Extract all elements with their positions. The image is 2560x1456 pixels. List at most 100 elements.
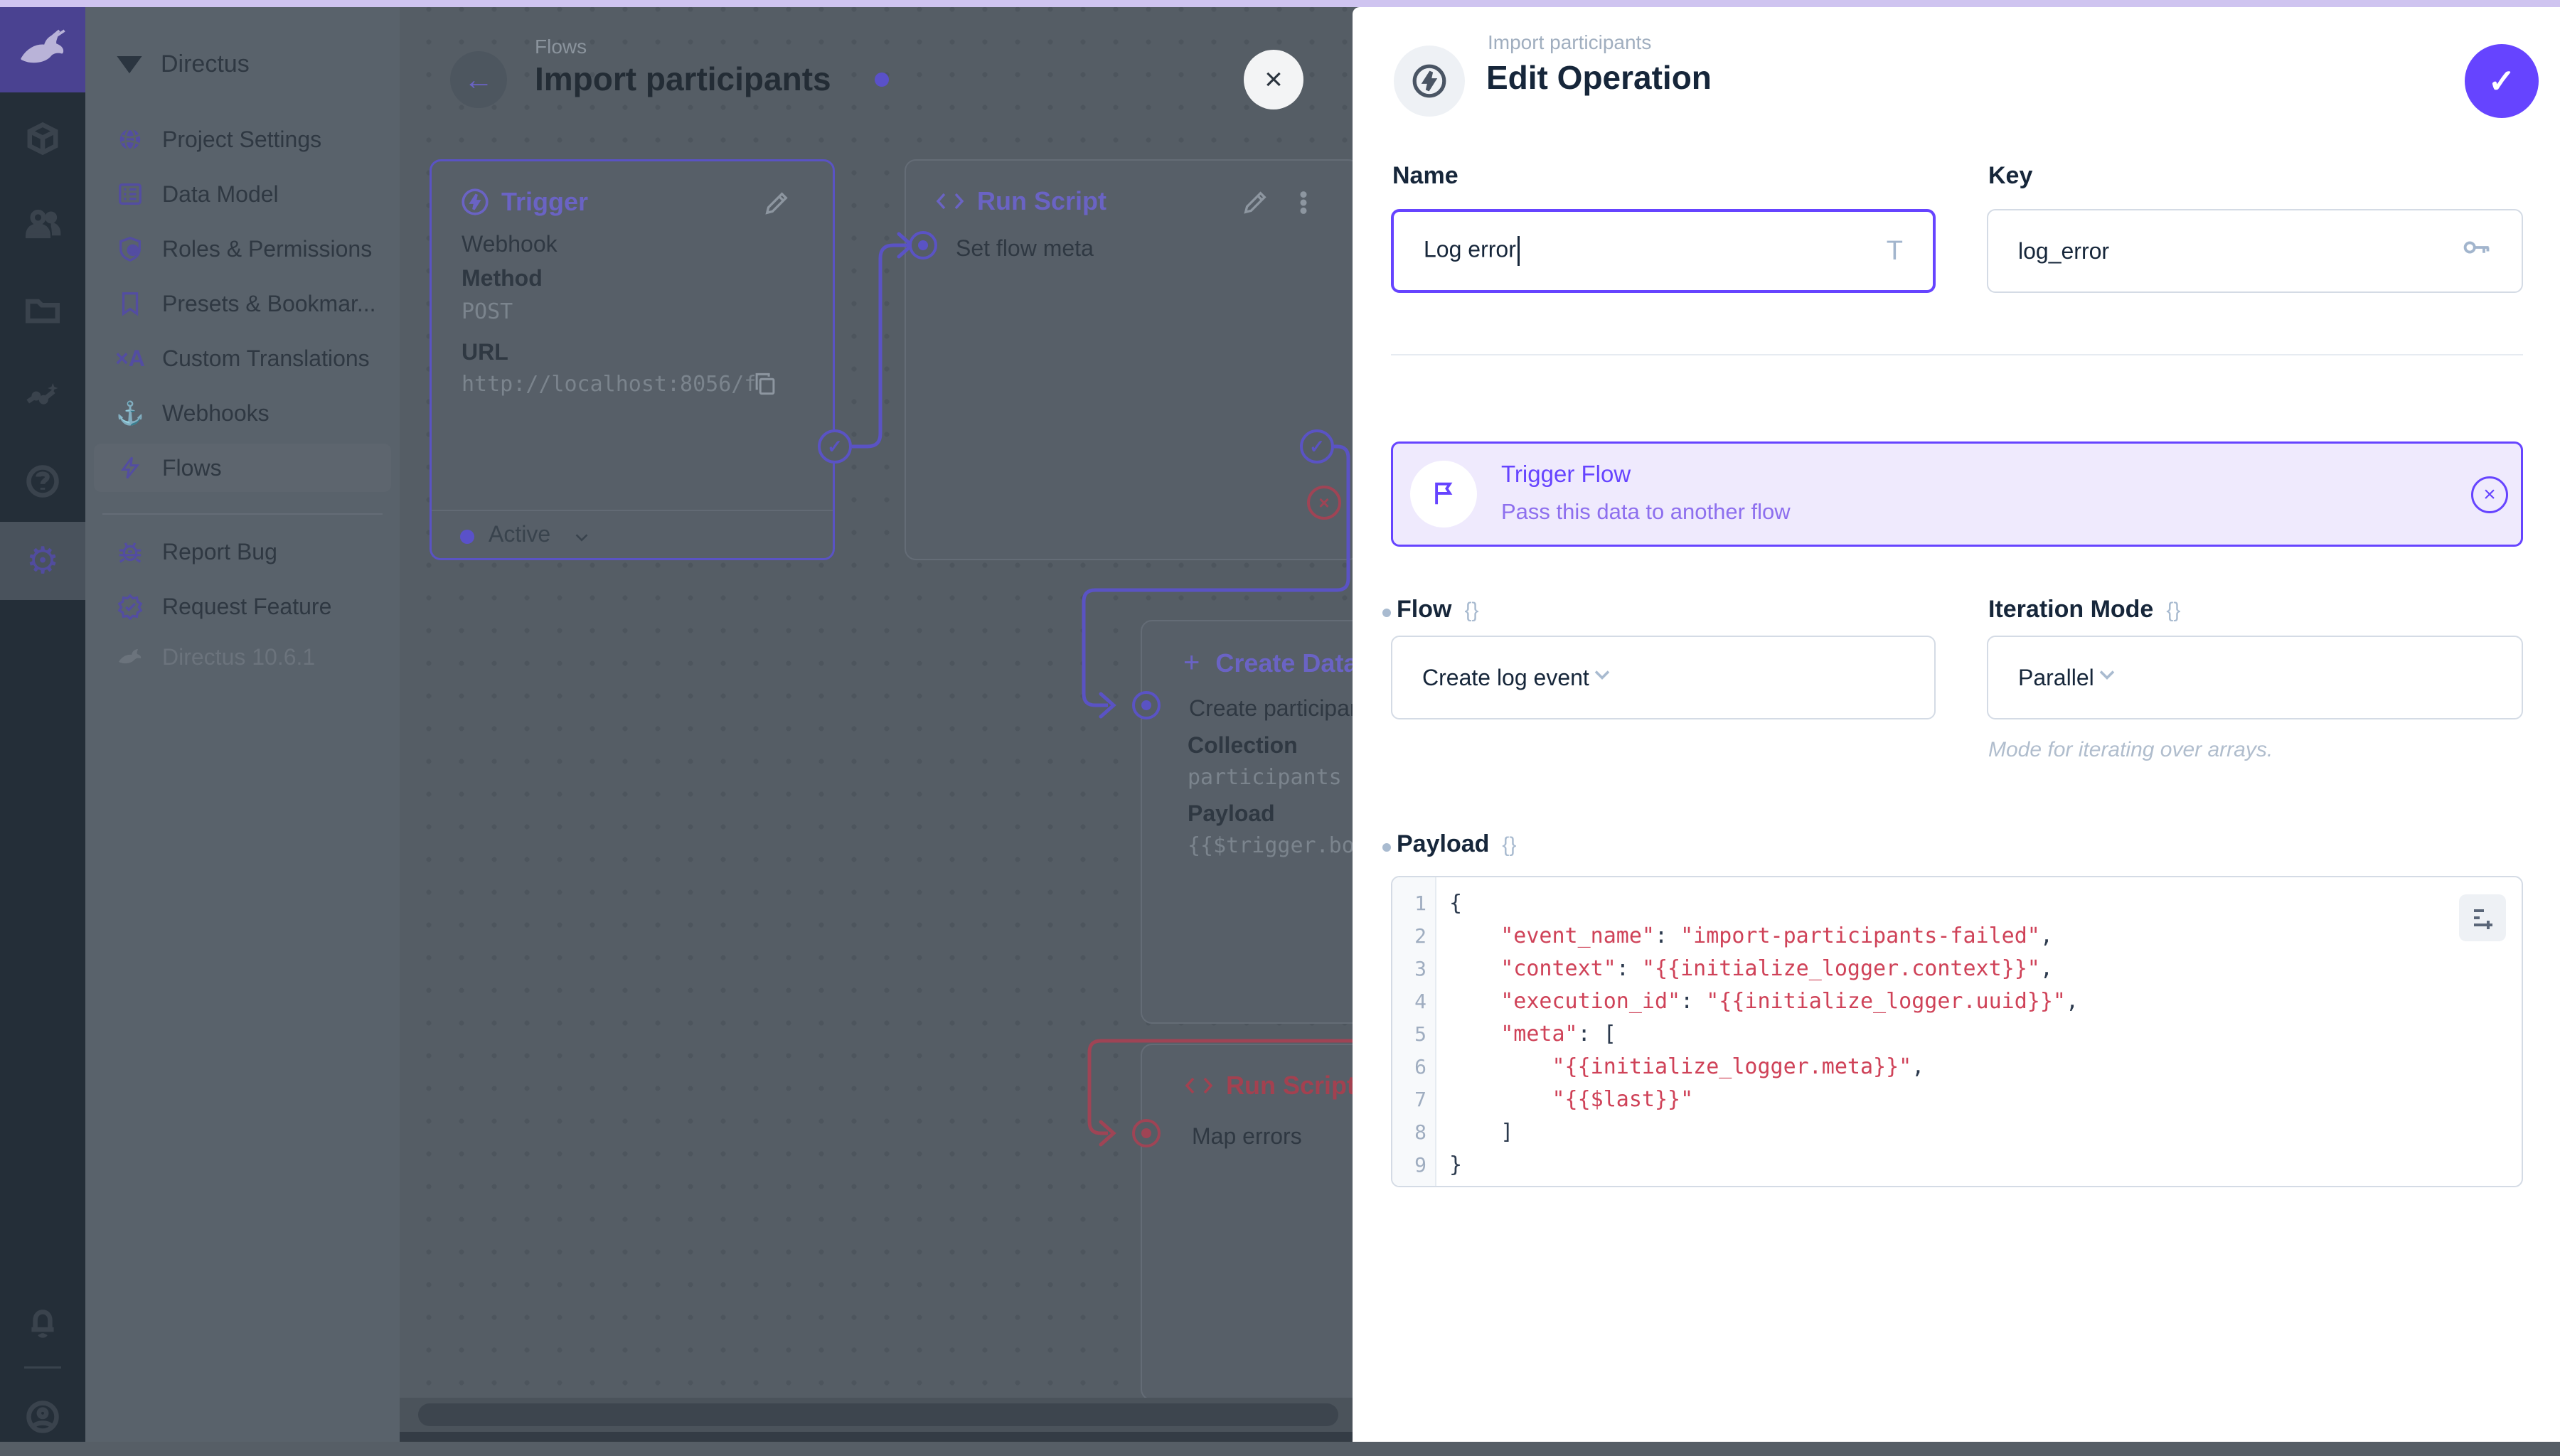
sidebar-item-label: Report Bug — [162, 538, 277, 564]
sidebar-item-data-model[interactable]: Data Model — [94, 170, 391, 218]
trigger-panel[interactable]: Trigger Webhook Method POST URL http://l… — [430, 159, 835, 560]
globe-icon — [115, 124, 145, 154]
key-icon — [2460, 232, 2492, 270]
module-content[interactable] — [0, 100, 85, 178]
code-line: { — [1449, 891, 1463, 916]
name-field-label: Name — [1392, 162, 1458, 189]
drawer-breadcrumb: Import participants — [1488, 31, 1652, 53]
sidebar-item-label: Data Model — [162, 181, 279, 207]
sidebar-item-label: Roles & Permissions — [162, 235, 373, 262]
run-script-input-handle[interactable] — [909, 231, 937, 259]
raw-value-icon[interactable]: {} — [1464, 599, 1479, 622]
sidebar-item-roles-permissions[interactable]: Roles & Permissions — [94, 225, 391, 273]
map-errors-input-handle[interactable] — [1132, 1119, 1161, 1147]
iteration-mode-select[interactable]: Parallel — [1987, 636, 2523, 719]
dismiss-trigger-flow-button[interactable]: × — [2471, 476, 2508, 513]
flow-field-label: Flow{} — [1397, 596, 1479, 623]
line-number: 7 — [1414, 1088, 1426, 1111]
save-button[interactable]: ✓ — [2465, 44, 2539, 118]
sidebar-item-request-feature[interactable]: Request Feature — [94, 582, 391, 631]
directus-logo-tile[interactable] — [0, 7, 85, 92]
payload-code-editor[interactable]: 1 2 3 4 5 6 7 8 9 { "event_name": "impor… — [1391, 876, 2523, 1187]
plus-icon: + — [1183, 647, 1200, 678]
key-input-value: log_error — [2018, 237, 2110, 264]
kebab-menu-icon[interactable] — [1290, 189, 1317, 220]
raw-value-icon[interactable]: {} — [1502, 833, 1517, 857]
x-circle-icon: × — [2483, 483, 2496, 506]
project-name: Directus — [161, 50, 250, 77]
sidebar-item-report-bug[interactable]: Report Bug — [94, 528, 391, 576]
back-button[interactable]: ← — [450, 51, 507, 108]
project-switcher[interactable]: Directus — [114, 43, 384, 85]
notifications-button[interactable] — [0, 1284, 85, 1362]
code-line: "{{initialize_logger.meta}}", — [1552, 1054, 1925, 1079]
run-script-panel[interactable]: Run Script Set flow meta — [905, 159, 1353, 560]
raw-value-icon[interactable]: {} — [2166, 599, 2181, 622]
sidebar-item-label: Presets & Bookmar... — [162, 290, 376, 316]
name-input-value: Log error — [1424, 236, 1516, 262]
breadcrumb[interactable]: Flows — [535, 36, 587, 58]
format-lines-icon — [2474, 909, 2492, 929]
line-number: 3 — [1414, 957, 1426, 980]
edit-trigger-icon[interactable] — [763, 190, 790, 220]
bolt-icon — [115, 453, 145, 483]
trigger-resolve-handle[interactable]: ✓ — [818, 429, 852, 464]
module-docs[interactable] — [0, 442, 85, 520]
user-menu-button[interactable] — [0, 1378, 85, 1456]
horizontal-scrollbar-thumb[interactable] — [418, 1403, 1338, 1426]
name-input[interactable]: Log error T — [1391, 209, 1936, 293]
line-number-gutter: 1 2 3 4 5 6 7 8 9 — [1392, 877, 1436, 1186]
title-formatter-icon[interactable]: T — [1886, 235, 1903, 266]
sidebar-item-webhooks[interactable]: ⚓ Webhooks — [94, 389, 391, 437]
sidebar-item-flows[interactable]: Flows — [94, 444, 391, 492]
sidebar-item-label: Custom Translations — [162, 345, 370, 371]
module-users[interactable] — [0, 185, 85, 263]
url-label: URL — [462, 339, 508, 365]
module-divider — [24, 1366, 61, 1369]
code-icon — [1185, 1077, 1213, 1094]
code-line: "execution_id": "{{initialize_logger.uui… — [1500, 989, 2079, 1014]
sidebar-item-project-settings[interactable]: Project Settings — [94, 115, 391, 164]
nav-divider — [102, 513, 383, 515]
code-line: "context": "{{initialize_logger.context}… — [1500, 956, 2053, 981]
run-script-error-panel[interactable]: Run Script Map errors — [1141, 1044, 1353, 1401]
copy-icon[interactable] — [753, 372, 777, 400]
edit-operation-drawer: Import participants Edit Operation ✓ Nam… — [1353, 7, 2560, 1442]
edit-operation-icon[interactable] — [1242, 189, 1269, 220]
create-data-input-handle[interactable] — [1132, 691, 1161, 719]
status-dot — [460, 530, 474, 544]
translate-icon: ×A — [115, 345, 145, 371]
user-circle-icon — [26, 1401, 59, 1433]
module-insights[interactable] — [0, 357, 85, 435]
module-files[interactable] — [0, 272, 85, 350]
close-flow-button[interactable]: × — [1244, 50, 1303, 109]
flow-select[interactable]: Create log event — [1391, 636, 1936, 719]
module-settings[interactable]: ⚙ — [0, 522, 85, 600]
create-data-panel[interactable]: + Create Data Create participant Collect… — [1141, 620, 1353, 1024]
status-badge[interactable]: Active — [489, 521, 551, 547]
create-data-panel-title: Create Data — [1215, 648, 1353, 678]
sidebar-item-label: Webhooks — [162, 400, 270, 426]
bell-icon — [31, 1310, 54, 1338]
directus-rabbit-small-icon — [115, 642, 145, 672]
line-number: 5 — [1414, 1022, 1426, 1046]
key-input[interactable]: log_error — [1987, 209, 2523, 293]
check-icon: ✓ — [1309, 435, 1325, 457]
run-script-reject-handle[interactable]: × — [1307, 486, 1341, 520]
x-icon: × — [1318, 491, 1330, 513]
key-field-label: Key — [1988, 162, 2033, 189]
flow-canvas[interactable]: ← Flows Import participants × Trigger We… — [400, 7, 1353, 1442]
drawer-header-icon-button[interactable] — [1394, 46, 1465, 117]
list-alt-icon — [115, 179, 145, 209]
badge-check-icon — [115, 592, 145, 621]
chevron-down-icon — [571, 527, 592, 552]
code-icon — [936, 193, 964, 210]
anchor-icon: ⚓ — [116, 400, 144, 426]
run-script-resolve-handle[interactable]: ✓ — [1300, 429, 1334, 464]
code-content[interactable]: { "event_name": "import-participants-fai… — [1449, 887, 2514, 1182]
format-code-button[interactable] — [2459, 894, 2506, 941]
sidebar-item-presets-bookmarks[interactable]: Presets & Bookmar... — [94, 279, 391, 328]
top-accent-strip — [0, 0, 2560, 7]
sidebar-item-custom-translations[interactable]: ×A Custom Translations — [94, 334, 391, 382]
